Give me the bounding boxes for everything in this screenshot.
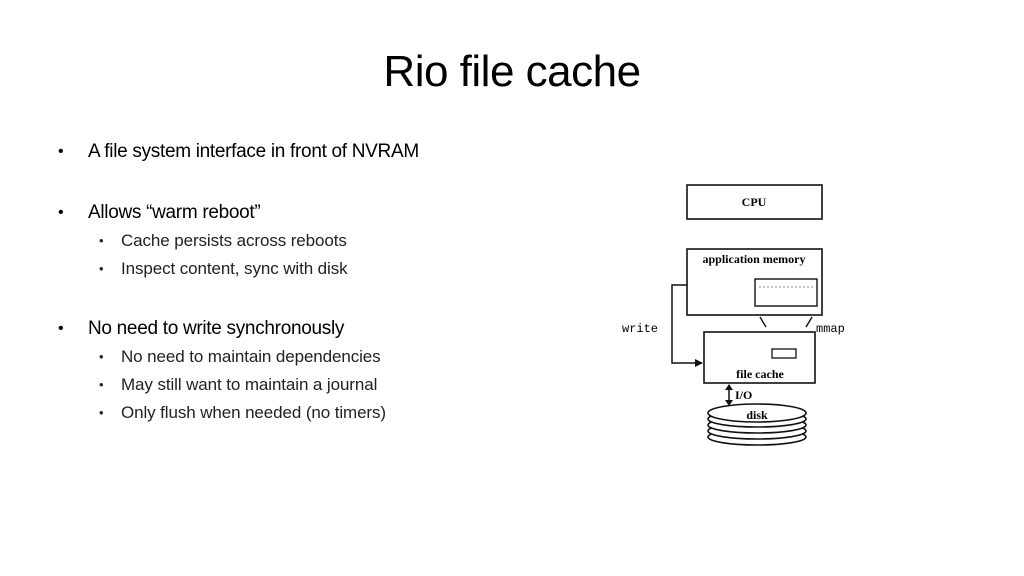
- bullet-item: • A file system interface in front of NV…: [58, 138, 598, 166]
- bullet-icon: •: [58, 320, 64, 337]
- bullet-item: • No need to write synchronously: [58, 315, 598, 343]
- sub-bullet-icon: •: [99, 233, 104, 248]
- io-arrow: I/O: [725, 384, 752, 406]
- rio-architecture-diagram: CPU application memory file cache write: [612, 175, 862, 455]
- bullet-icon: •: [58, 204, 64, 221]
- sub-bullet-text: Only flush when needed (no timers): [121, 403, 386, 422]
- sub-bullet-item: • Cache persists across reboots: [58, 227, 598, 255]
- sub-bullet-item: • No need to maintain dependencies: [58, 343, 598, 371]
- write-label: write: [622, 322, 658, 336]
- disk-label: disk: [746, 408, 768, 422]
- sub-bullet-text: Inspect content, sync with disk: [121, 259, 348, 278]
- bullet-text: Allows “warm reboot”: [88, 202, 261, 223]
- file-cache-box: file cache: [703, 331, 816, 384]
- sub-bullet-text: May still want to maintain a journal: [121, 375, 378, 394]
- sub-bullet-item: • May still want to maintain a journal: [58, 371, 598, 399]
- bullet-item: • Allows “warm reboot”: [58, 199, 598, 227]
- mapped-region: [754, 278, 818, 307]
- bullet-list: • A file system interface in front of NV…: [58, 138, 598, 427]
- slide-title: Rio file cache: [383, 47, 641, 96]
- cache-block: [771, 348, 797, 359]
- bullet-text: No need to write synchronously: [88, 318, 345, 339]
- sub-bullet-item: • Only flush when needed (no timers): [58, 399, 598, 427]
- sub-bullet-icon: •: [99, 405, 104, 420]
- write-arrow: write: [622, 284, 703, 367]
- sub-bullet-text: No need to maintain dependencies: [121, 347, 381, 366]
- sub-bullet-text: Cache persists across reboots: [121, 231, 347, 250]
- disk-stack-icon: disk: [707, 403, 807, 446]
- bullet-icon: •: [58, 143, 64, 160]
- sub-bullet-item: • Inspect content, sync with disk: [58, 255, 598, 283]
- application-memory-box: application memory: [686, 248, 823, 316]
- file-cache-label: file cache: [736, 367, 784, 381]
- mmap-label: mmap: [816, 322, 845, 336]
- application-memory-label: application memory: [703, 252, 806, 266]
- sub-bullet-icon: •: [99, 261, 104, 276]
- cpu-label: CPU: [742, 195, 767, 209]
- cpu-box: CPU: [686, 184, 823, 220]
- io-label: I/O: [735, 388, 752, 402]
- sub-bullet-icon: •: [99, 349, 104, 364]
- bullet-text: A file system interface in front of NVRA…: [88, 141, 419, 162]
- sub-bullet-icon: •: [99, 377, 104, 392]
